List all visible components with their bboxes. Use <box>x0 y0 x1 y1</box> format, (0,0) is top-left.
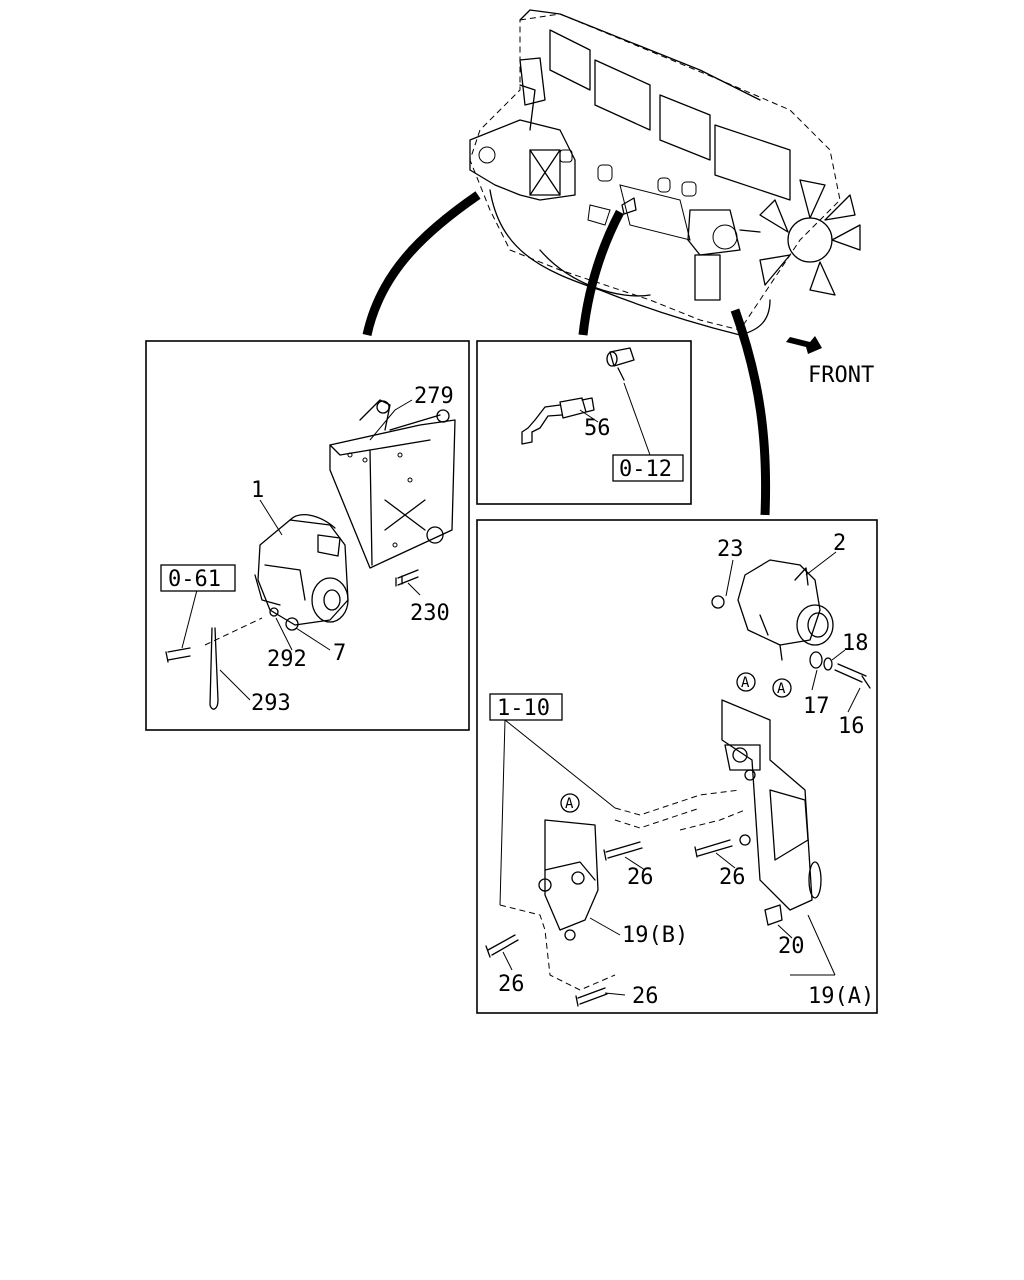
ref-7: 7 <box>333 641 346 666</box>
bolt-26-d <box>575 987 608 1007</box>
fan <box>759 179 861 296</box>
ref-box-1-10 <box>489 693 563 721</box>
ref-box-0-12 <box>612 454 684 482</box>
ref-26-a: 26 <box>627 865 654 890</box>
ref-0-12: 0-12 <box>619 457 672 482</box>
bracket-19b <box>538 819 599 941</box>
marker-a-2 <box>736 672 756 692</box>
starter-bracket <box>329 399 456 569</box>
bolt-26-b <box>694 839 733 858</box>
nut-7 <box>285 617 299 631</box>
marker-a-1 <box>772 678 792 698</box>
marker-a-3 <box>560 793 580 813</box>
ref-0-61: 0-61 <box>168 567 221 592</box>
starter-motor <box>254 514 349 626</box>
ref-26-c: 26 <box>498 972 525 997</box>
ref-230: 230 <box>410 601 450 626</box>
ref-23: 23 <box>717 537 744 562</box>
ref-20: 20 <box>778 934 805 959</box>
bolt-0-61 <box>165 647 191 663</box>
nut-23 <box>711 595 725 609</box>
ref-box-0-61 <box>160 564 236 592</box>
washer-18 <box>823 657 833 671</box>
svg-text:A: A <box>777 681 786 697</box>
ref-293: 293 <box>251 691 291 716</box>
ref-1: 1 <box>251 478 264 503</box>
front-indicator: FRONT <box>786 336 874 388</box>
svg-text:A: A <box>741 675 750 691</box>
leader-curves <box>362 191 771 516</box>
ref-19a: 19(A) <box>808 984 874 1009</box>
ref-26-d: 26 <box>632 984 659 1009</box>
bracket-19a <box>721 699 822 911</box>
ref-1-10: 1-10 <box>497 696 550 721</box>
ref-26-b: 26 <box>719 865 746 890</box>
ref-279: 279 <box>414 384 454 409</box>
alternator <box>737 559 834 661</box>
ref-2: 2 <box>833 531 846 556</box>
starter-panel: 279 1 230 0-61 292 7 293 <box>145 340 470 731</box>
svg-text:A: A <box>565 796 574 812</box>
ref-19b: 19(B) <box>622 923 688 948</box>
bolt-230 <box>395 569 419 587</box>
ref-17: 17 <box>803 694 830 719</box>
strap-293 <box>209 627 219 710</box>
ref-292: 292 <box>267 647 307 672</box>
bolt-26-a <box>603 841 643 861</box>
front-label: FRONT <box>808 363 874 388</box>
front-arrow-icon <box>786 336 822 354</box>
engine-overview <box>469 9 861 336</box>
ref-18: 18 <box>842 631 869 656</box>
sensor-56 <box>521 397 595 445</box>
bolt-16 <box>834 663 871 689</box>
washer-17 <box>809 651 823 669</box>
bolt-26-c <box>485 934 519 958</box>
ref-16: 16 <box>838 714 865 739</box>
fitting-0-12 <box>606 347 635 381</box>
ref-56: 56 <box>584 416 611 441</box>
alternator-panel: A A A <box>476 519 878 1014</box>
sensor-panel: 56 0-12 <box>476 340 692 505</box>
bushing-20 <box>764 904 783 926</box>
washer-292 <box>269 607 279 617</box>
